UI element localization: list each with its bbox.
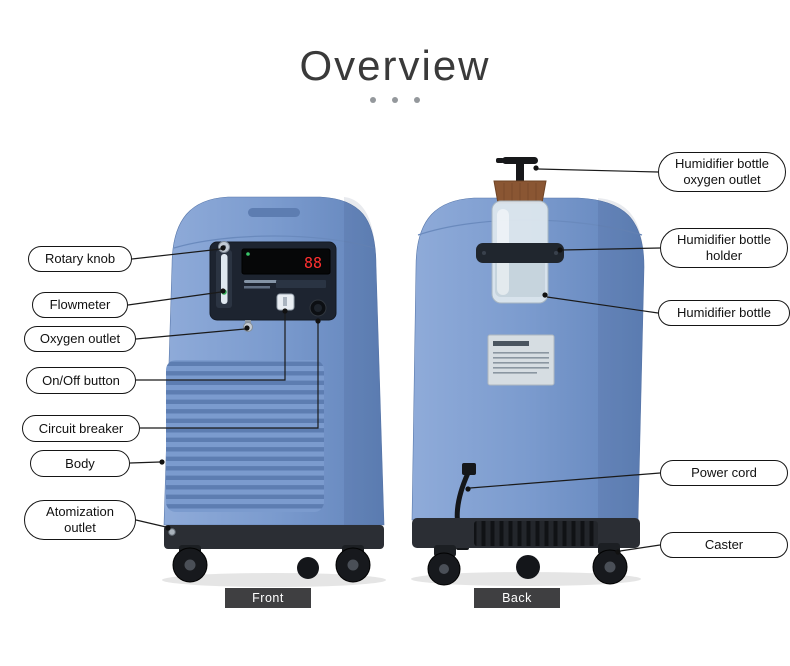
front-machine-illustration: 88 (148, 188, 398, 590)
callout-humidifier-bottle-oxygen-outlet: Humidifier bottle oxygen outlet (658, 152, 786, 192)
callout-oxygen-outlet: Oxygen outlet (24, 326, 136, 352)
callout-power-cord: Power cord (660, 460, 788, 486)
dot-icon (392, 97, 398, 103)
title-dots-decoration (0, 97, 790, 103)
panel-display-digits: 88 (304, 254, 322, 272)
back-machine-illustration (398, 155, 653, 590)
callout-rotary-knob: Rotary knob (28, 246, 132, 272)
callout-body: Body (30, 450, 130, 477)
caption-front-view: Front (225, 588, 311, 608)
dot-icon (414, 97, 420, 103)
callout-on-off-button: On/Off button (26, 367, 136, 394)
dot-icon (370, 97, 376, 103)
page-title: Overview (299, 42, 491, 89)
callout-humidifier-bottle: Humidifier bottle (658, 300, 790, 326)
callout-circuit-breaker: Circuit breaker (22, 415, 140, 442)
caption-back-view: Back (474, 588, 560, 608)
callout-caster: Caster (660, 532, 788, 558)
callout-flowmeter: Flowmeter (32, 292, 128, 318)
callout-atomization-outlet: Atomization outlet (24, 500, 136, 540)
callout-humidifier-bottle-holder: Humidifier bottle holder (660, 228, 788, 268)
